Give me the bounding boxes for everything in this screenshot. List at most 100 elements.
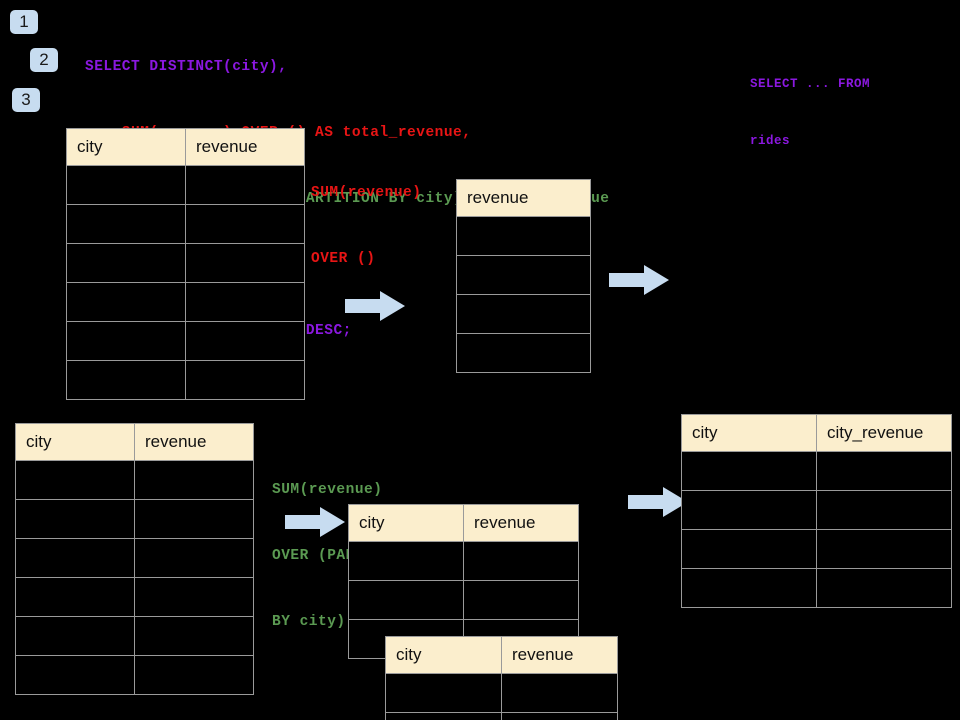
step-badge-2: 2: [30, 48, 58, 72]
table-cell: [456, 216, 591, 256]
table-row: [456, 333, 591, 373]
table-cell: [348, 541, 464, 581]
table-cell: [134, 616, 254, 656]
table-cell: [463, 580, 579, 620]
rides-source-table-partition: city revenue: [15, 423, 254, 695]
table-cell: [185, 360, 305, 400]
annotation-sum-over-partition-line3: BY city): [272, 614, 346, 630]
table-cell: [15, 655, 135, 695]
arrow-rides-to-partition: [285, 507, 345, 537]
table-cell: [15, 499, 135, 539]
table-header-row: city city_revenue: [681, 414, 952, 452]
table-cell: [456, 333, 591, 373]
table-cell: [185, 204, 305, 244]
column-header-city: city: [15, 423, 135, 461]
table-header-row: city revenue: [15, 423, 254, 461]
table-header-row: city revenue: [66, 128, 305, 166]
table-row: [681, 529, 952, 569]
table-row: [66, 360, 305, 400]
column-header-city-revenue: city_revenue: [816, 414, 952, 452]
table-cell: [134, 460, 254, 500]
table-row: [456, 294, 591, 334]
annotation-select-from: SELECT ... FROM rides: [750, 37, 870, 189]
table-cell: [456, 255, 591, 295]
annotation-sum-over-all: SUM(revenue) OVER (): [311, 138, 421, 314]
table-cell: [15, 616, 135, 656]
table-row: [66, 165, 305, 205]
column-header-revenue: revenue: [463, 504, 579, 542]
table-cell: [501, 712, 618, 720]
table-row: [348, 580, 579, 620]
table-cell: [66, 165, 186, 205]
table-header-row: revenue: [456, 179, 591, 217]
annotation-sum-over-partition-line1: SUM(revenue): [272, 482, 383, 498]
annotation-select-from-line2: rides: [750, 134, 791, 148]
step-badge-1: 1: [10, 10, 38, 34]
arrow-rides-to-total: [345, 291, 405, 321]
table-cell: [134, 538, 254, 578]
table-row: [66, 243, 305, 283]
table-cell: [185, 321, 305, 361]
column-header-city: city: [385, 636, 502, 674]
table-row: [15, 460, 254, 500]
table-cell: [348, 580, 464, 620]
table-cell: [134, 577, 254, 617]
table-cell: [15, 577, 135, 617]
arrow-partition-to-result: [628, 487, 688, 517]
annotation-select-from-line1: SELECT ... FROM: [750, 77, 871, 91]
table-cell: [463, 541, 579, 581]
table-row: [348, 541, 579, 581]
table-row: [66, 321, 305, 361]
total-revenue-table: revenue: [456, 179, 591, 373]
table-cell: [681, 451, 817, 491]
column-header-revenue: revenue: [501, 636, 618, 674]
table-row: [66, 282, 305, 322]
table-cell: [66, 321, 186, 361]
table-cell: [816, 568, 952, 608]
table-cell: [66, 282, 186, 322]
table-row: [15, 577, 254, 617]
column-header-revenue: revenue: [456, 179, 591, 217]
table-cell: [185, 243, 305, 283]
table-cell: [501, 673, 618, 713]
table-cell: [385, 673, 502, 713]
arrow-total-to-result: [609, 265, 669, 295]
column-header-revenue: revenue: [185, 128, 305, 166]
table-cell: [681, 490, 817, 530]
table-row: [456, 255, 591, 295]
table-cell: [385, 712, 502, 720]
table-row: [15, 538, 254, 578]
step-badge-3: 3: [12, 88, 40, 112]
table-cell: [185, 282, 305, 322]
table-row: [385, 673, 618, 713]
table-row: [681, 490, 952, 530]
table-cell: [66, 243, 186, 283]
table-cell: [134, 499, 254, 539]
rides-source-table: city revenue: [66, 128, 305, 400]
table-cell: [816, 490, 952, 530]
table-row: [15, 655, 254, 695]
column-header-revenue: revenue: [134, 423, 254, 461]
table-cell: [134, 655, 254, 695]
table-cell: [15, 538, 135, 578]
column-header-city: city: [681, 414, 817, 452]
partition-group-table-front: city revenue: [385, 636, 618, 720]
table-row: [66, 204, 305, 244]
table-header-row: city revenue: [385, 636, 618, 674]
result-table: city city_revenue: [681, 414, 952, 608]
table-row: [15, 499, 254, 539]
column-header-city: city: [66, 128, 186, 166]
table-row: [681, 568, 952, 608]
table-cell: [681, 529, 817, 569]
table-row: [15, 616, 254, 656]
sql-line-1: SELECT DISTINCT(city),: [85, 59, 288, 75]
annotation-sum-over-all-line2: OVER (): [311, 251, 376, 267]
table-cell: [185, 165, 305, 205]
table-cell: [681, 568, 817, 608]
table-row: [385, 712, 618, 720]
table-row: [681, 451, 952, 491]
table-cell: [816, 529, 952, 569]
table-row: [456, 216, 591, 256]
table-cell: [816, 451, 952, 491]
